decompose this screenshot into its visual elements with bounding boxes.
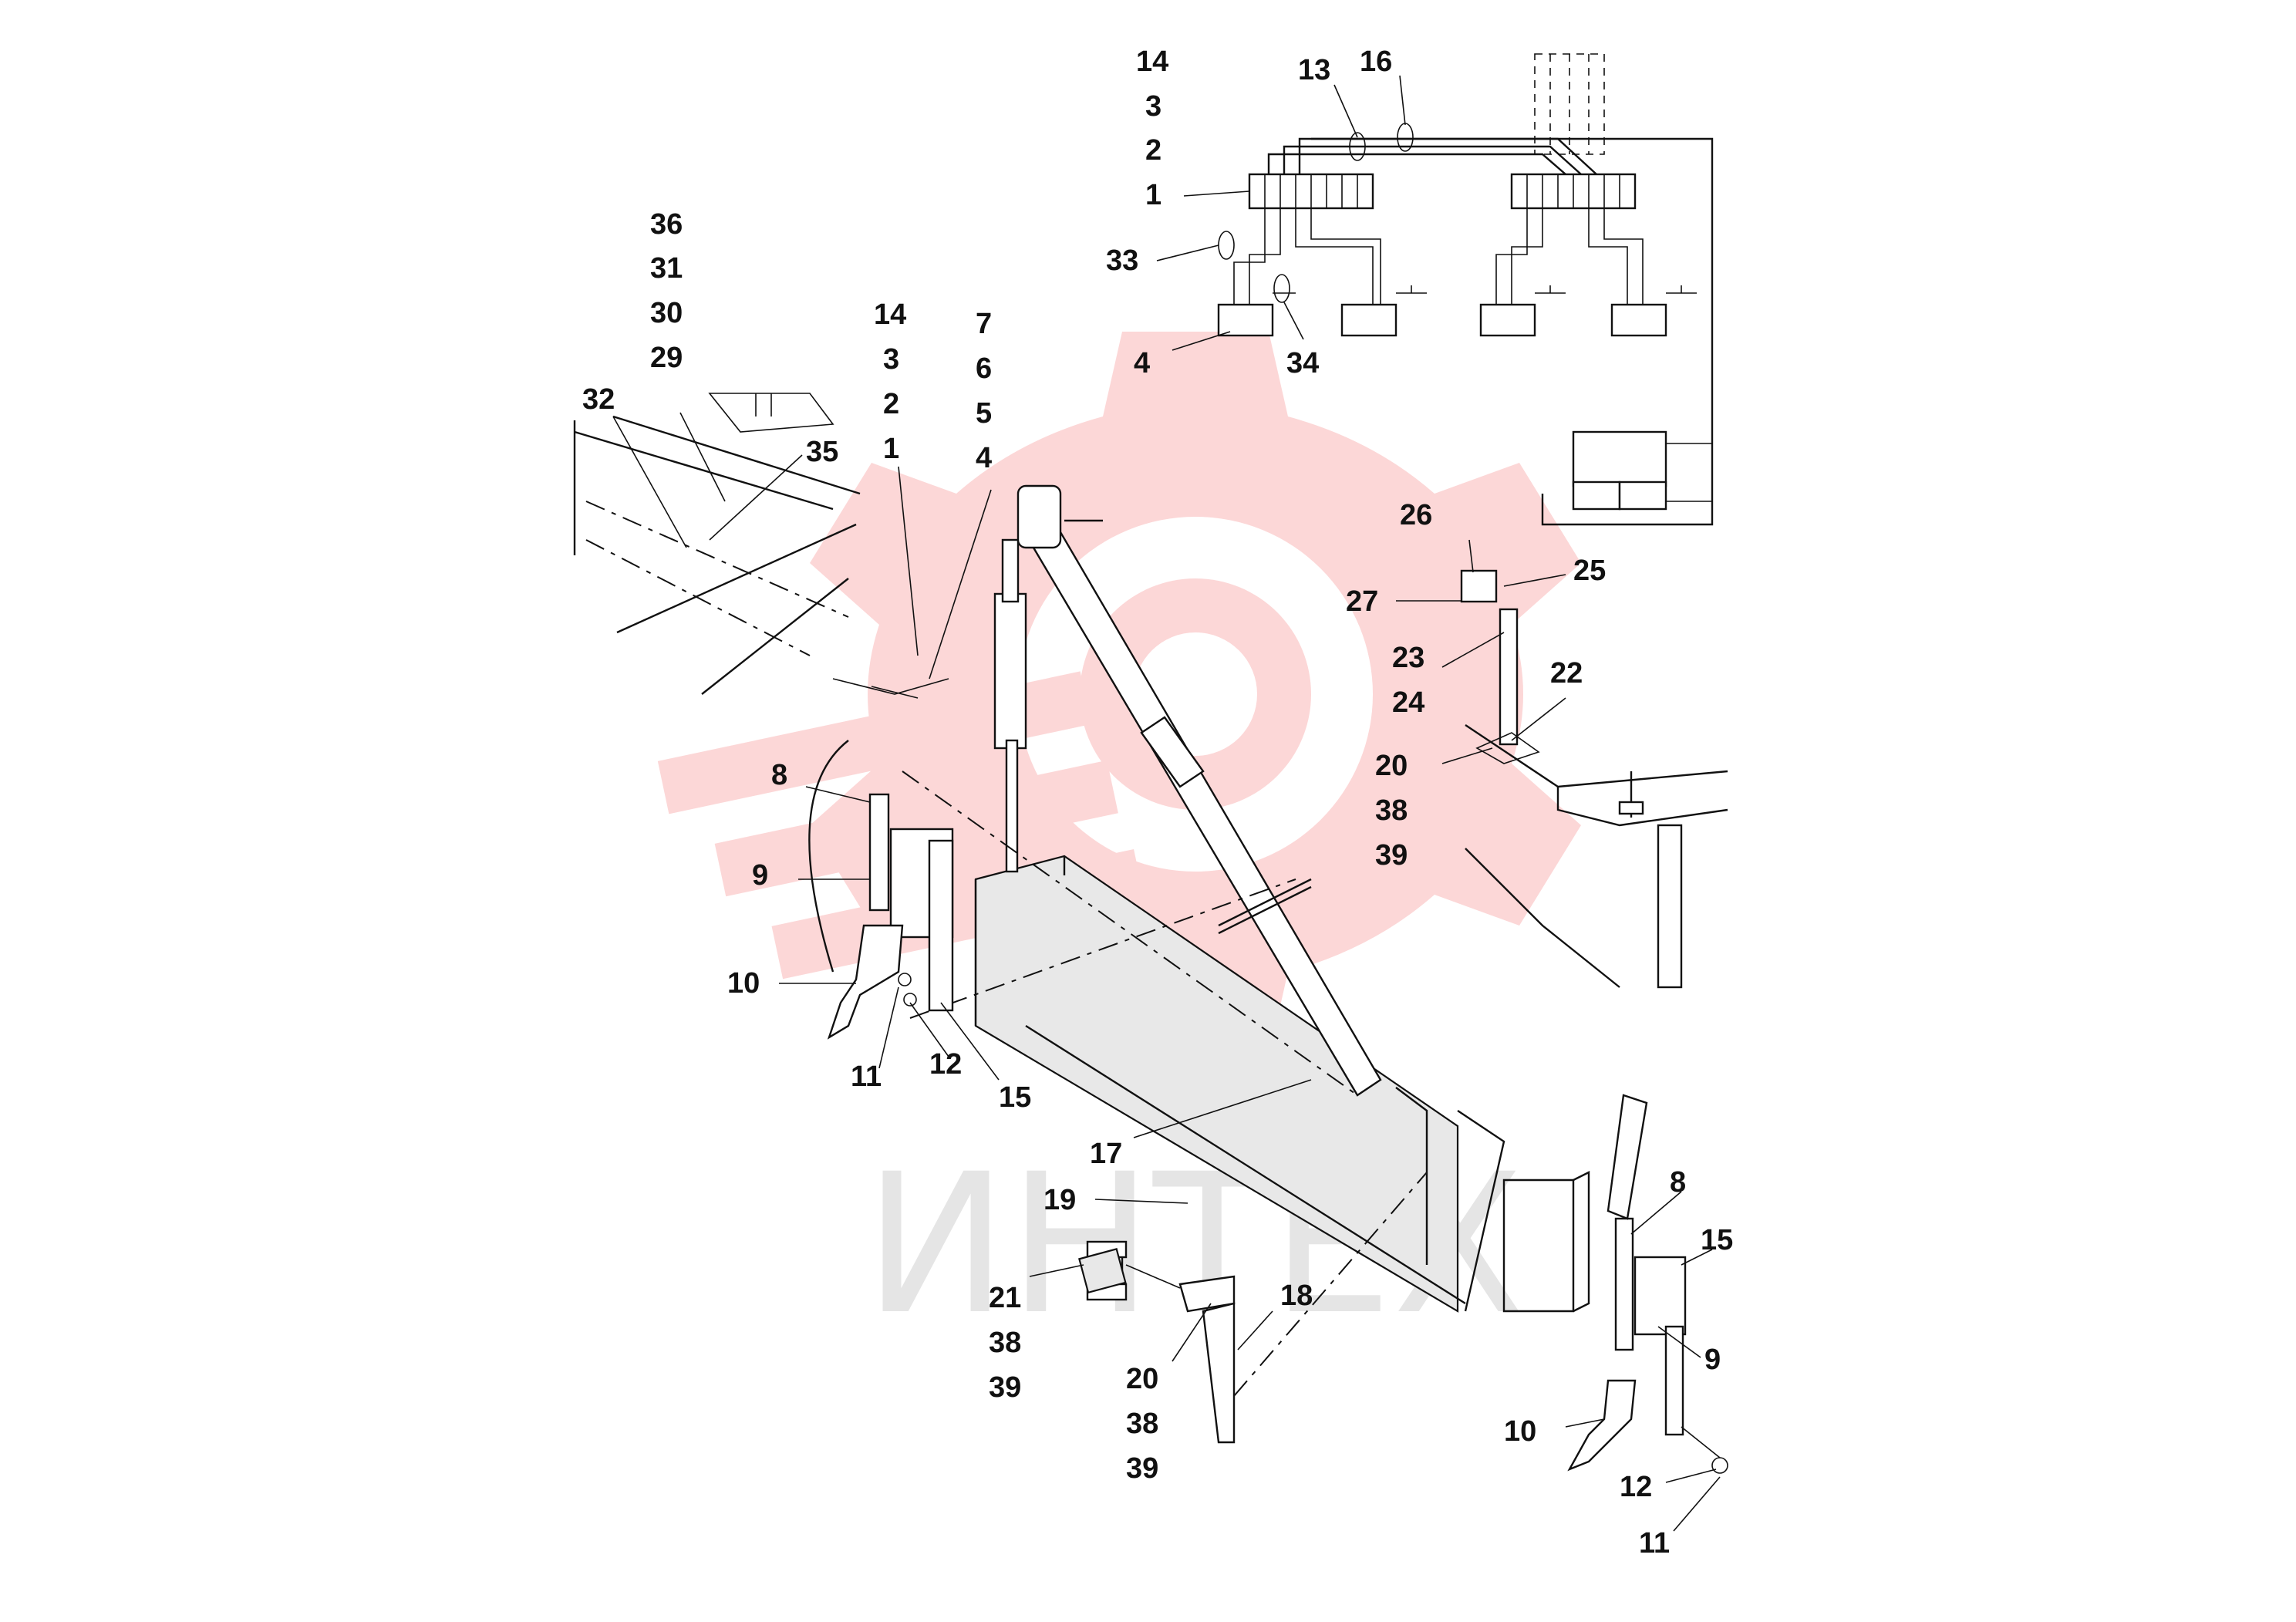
callout-22: 22 bbox=[1550, 657, 1583, 690]
callout-14-b: 14 bbox=[874, 298, 906, 331]
sensor-rod-left bbox=[868, 793, 890, 912]
callout-2: 2 bbox=[1145, 134, 1161, 167]
sensor-post bbox=[1499, 608, 1519, 746]
callout-16: 16 bbox=[1360, 46, 1392, 78]
callout-2-b: 2 bbox=[883, 388, 899, 420]
callout-18: 18 bbox=[1280, 1280, 1313, 1312]
callout-5: 5 bbox=[976, 397, 992, 430]
callout-35: 35 bbox=[806, 436, 838, 468]
callout-14: 14 bbox=[1136, 46, 1168, 78]
callout-21: 21 bbox=[989, 1282, 1021, 1314]
connector-right-b bbox=[1610, 303, 1667, 337]
callout-26: 26 bbox=[1400, 499, 1432, 531]
callout-29: 29 bbox=[650, 342, 683, 374]
callout-25: 25 bbox=[1573, 555, 1606, 587]
callout-30: 30 bbox=[650, 297, 683, 329]
callout-17: 17 bbox=[1090, 1138, 1122, 1170]
callout-4-b: 4 bbox=[976, 442, 992, 474]
callout-labels: 14 3 2 1 13 16 33 4 34 36 31 30 29 32 35… bbox=[582, 46, 1733, 1560]
callout-8-b: 8 bbox=[1670, 1166, 1686, 1199]
callout-11-b: 11 bbox=[1639, 1527, 1670, 1560]
switch-a bbox=[1572, 481, 1621, 511]
wiring-schematic bbox=[1217, 53, 1714, 526]
connector-left-a bbox=[1217, 303, 1274, 337]
sensor-rod-right bbox=[1614, 1217, 1634, 1351]
callout-6: 6 bbox=[976, 352, 992, 385]
callout-38: 38 bbox=[1375, 794, 1408, 827]
callout-20-b: 20 bbox=[1126, 1363, 1158, 1395]
callout-27: 27 bbox=[1346, 585, 1378, 618]
callout-4: 4 bbox=[1134, 347, 1150, 379]
callout-12-b: 12 bbox=[1620, 1471, 1652, 1503]
callout-10-b: 10 bbox=[1504, 1415, 1536, 1448]
callout-15-b: 15 bbox=[1701, 1224, 1733, 1256]
callout-12: 12 bbox=[929, 1048, 962, 1081]
callout-13: 13 bbox=[1298, 54, 1330, 86]
connector-left-b bbox=[1340, 303, 1397, 337]
skid-left bbox=[827, 924, 904, 1040]
callout-7: 7 bbox=[976, 308, 992, 340]
left-sensor-assembly bbox=[808, 678, 954, 1040]
callout-34: 34 bbox=[1286, 347, 1319, 379]
callout-33: 33 bbox=[1106, 244, 1138, 277]
callout-3: 3 bbox=[1145, 90, 1161, 123]
callout-19: 19 bbox=[1043, 1184, 1076, 1216]
callout-1-b: 1 bbox=[883, 433, 899, 465]
switch-b bbox=[1618, 481, 1667, 511]
callout-3-b: 3 bbox=[883, 343, 899, 376]
callout-23: 23 bbox=[1392, 642, 1424, 674]
actuator-21 bbox=[1078, 1248, 1127, 1294]
control-box bbox=[1572, 430, 1667, 487]
callout-20: 20 bbox=[1375, 750, 1408, 782]
callout-31: 31 bbox=[650, 252, 683, 285]
callout-38-c: 38 bbox=[1126, 1408, 1158, 1440]
callout-9-b: 9 bbox=[1704, 1344, 1721, 1376]
callout-15: 15 bbox=[999, 1081, 1031, 1114]
connector-right-a bbox=[1479, 303, 1536, 337]
arm-18 bbox=[1202, 1302, 1236, 1444]
callout-36: 36 bbox=[650, 208, 683, 241]
leader-lines bbox=[612, 75, 1721, 1532]
mounting-plate-right bbox=[1633, 1256, 1687, 1336]
callout-24: 24 bbox=[1392, 686, 1424, 719]
callout-39: 39 bbox=[1375, 839, 1408, 872]
callout-11: 11 bbox=[851, 1061, 882, 1093]
callout-39-c: 39 bbox=[1126, 1452, 1158, 1485]
callout-32: 32 bbox=[582, 383, 615, 416]
callout-8: 8 bbox=[771, 759, 787, 791]
callout-9: 9 bbox=[752, 859, 768, 892]
callout-1: 1 bbox=[1145, 179, 1161, 211]
callout-10: 10 bbox=[727, 967, 760, 1000]
arm-right-inset bbox=[1607, 1094, 1648, 1220]
pivot-head bbox=[1017, 484, 1062, 549]
callout-39-b: 39 bbox=[989, 1371, 1021, 1404]
bottom-bracket-assembly bbox=[1078, 1240, 1236, 1444]
machine-frame bbox=[573, 393, 1728, 1397]
skid-right bbox=[1567, 1379, 1637, 1472]
right-detail-inset bbox=[1502, 1094, 1728, 1474]
sensor-head bbox=[1460, 569, 1498, 603]
hydraulic-cylinder bbox=[993, 592, 1027, 750]
callout-38-b: 38 bbox=[989, 1327, 1021, 1359]
right-post bbox=[1657, 824, 1683, 989]
